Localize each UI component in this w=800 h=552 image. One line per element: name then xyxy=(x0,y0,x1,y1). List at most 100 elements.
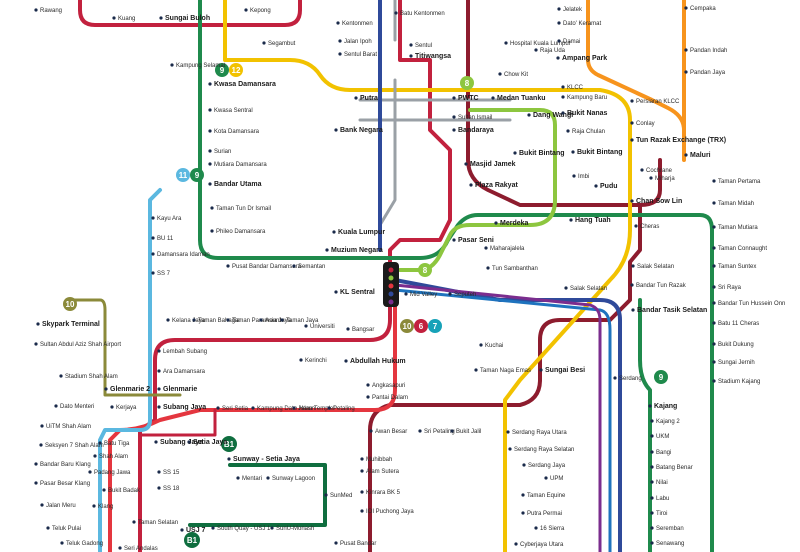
station-label-bank-negara[interactable]: Bank Negara xyxy=(340,127,383,134)
station-label-awan-besar[interactable]: Awan Besar xyxy=(375,429,407,435)
station-label-bandaraya[interactable]: Bandaraya xyxy=(458,127,494,134)
station-label-sultan-abdul-aziz-shah-airport[interactable]: Sultan Abdul Aziz Shah Airport xyxy=(40,342,121,348)
station-label-uitm-shah-alam[interactable]: UiTM Shah Alam xyxy=(46,424,91,430)
station-label-teluk-pulai[interactable]: Teluk Pulai xyxy=(52,526,81,532)
station-label-cochrane[interactable]: Cochrane xyxy=(646,168,673,174)
station-label-tiroi[interactable]: Tiroi xyxy=(656,511,667,517)
badge-line-7[interactable] xyxy=(428,319,442,333)
station-label-cheras[interactable]: Cheras xyxy=(640,224,659,230)
station-label-bukit-bintang-b[interactable]: Bukit Bintang xyxy=(577,149,623,156)
badge-brt-b1-usj[interactable] xyxy=(184,532,200,548)
station-label-miharja[interactable]: Miharja xyxy=(655,176,675,182)
station-label-taman-pertama[interactable]: Taman Pertama xyxy=(718,179,761,185)
station-label-usj7[interactable]: USJ 7 xyxy=(186,527,206,534)
station-label-raja-uda[interactable]: Raja Uda xyxy=(540,48,566,54)
station-label-plaza-rakyat[interactable]: Plaza Rakyat xyxy=(475,182,518,189)
station-label-taman-tun-dr-ismail[interactable]: Taman Tun Dr Ismail xyxy=(216,206,271,212)
station-label-16-sierra[interactable]: 16 Sierra xyxy=(540,526,565,532)
station-label-titiwangsa[interactable]: Titiwangsa xyxy=(415,53,451,60)
station-label-bandar-tun-hussein-onn[interactable]: Bandar Tun Hussein Onn xyxy=(718,301,785,307)
station-label-jalan-meru[interactable]: Jalan Meru xyxy=(46,503,76,509)
station-label-pusat-bandar[interactable]: Pusat Bandar xyxy=(340,541,376,547)
station-label-mid-valley[interactable]: Mid Valley xyxy=(410,292,437,298)
station-label-surian[interactable]: Surian xyxy=(214,149,231,155)
station-label-south-quay-usj1[interactable]: South Quay - USJ 1 xyxy=(217,526,271,532)
station-label-kuchai[interactable]: Kuchai xyxy=(485,343,503,349)
station-label-chow-kit[interactable]: Chow Kit xyxy=(504,72,528,78)
station-label-sungai-jernih[interactable]: Sungai Jernih xyxy=(718,360,755,366)
station-label-pwtc[interactable]: PWTC xyxy=(458,95,479,102)
station-label-taman-jaya[interactable]: Taman Jaya xyxy=(286,318,319,324)
station-label-jelatek[interactable]: Jelatek xyxy=(563,7,583,13)
station-label-nilai[interactable]: Nilai xyxy=(656,480,668,486)
station-label-bangi[interactable]: Bangi xyxy=(656,450,671,456)
station-label-bu11[interactable]: BU 11 xyxy=(157,236,174,242)
station-label-pandan-indah[interactable]: Pandan Indah xyxy=(690,48,727,54)
station-label-kwasa-sentral[interactable]: Kwasa Sentral xyxy=(214,108,253,114)
station-label-conlay[interactable]: Conlay xyxy=(636,121,655,127)
station-label-kwasa-damansara[interactable]: Kwasa Damansara xyxy=(214,81,276,88)
badge-line-11[interactable] xyxy=(176,168,190,182)
station-label-bandar-utama[interactable]: Bandar Utama xyxy=(214,181,262,188)
station-label-skypark-terminal[interactable]: Skypark Terminal xyxy=(42,321,100,328)
station-label-bukit-dukung[interactable]: Bukit Dukung xyxy=(718,342,754,348)
badge-line-9[interactable] xyxy=(215,63,229,77)
station-label-pusat-bandar-damansara[interactable]: Pusat Bandar Damansara xyxy=(232,264,302,270)
station-label-glenmarie-2[interactable]: Glenmarie 2 xyxy=(110,386,150,393)
badge-line-9-bu[interactable] xyxy=(190,168,204,182)
station-label-kinrara-bk5[interactable]: Kinrara BK 5 xyxy=(366,490,401,496)
badge-line-6[interactable] xyxy=(414,319,428,333)
station-label-kota-damansara[interactable]: Kota Damansara xyxy=(214,129,260,135)
station-label-salak-selatan-a[interactable]: Salak Selatan xyxy=(637,264,674,270)
station-label-subang-jaya-a[interactable]: Subang Jaya xyxy=(163,404,206,411)
station-label-bukit-badak[interactable]: Bukit Badak xyxy=(108,488,141,494)
station-label-dato-menteri[interactable]: Dato Menteri xyxy=(60,404,94,410)
station-label-maharajalela[interactable]: Maharajalela xyxy=(490,246,525,252)
badge-line-12[interactable] xyxy=(229,63,243,77)
station-label-ss15[interactable]: SS 15 xyxy=(163,470,180,476)
station-label-raja-chulan[interactable]: Raja Chulan xyxy=(572,129,605,135)
station-label-seri-andalas[interactable]: Seri Andalas xyxy=(124,546,158,552)
station-label-klang[interactable]: Klang xyxy=(98,504,113,510)
station-label-bangsar[interactable]: Bangsar xyxy=(352,327,374,333)
station-label-taman-suntex[interactable]: Taman Suntex xyxy=(718,264,756,270)
station-label-taman-equine[interactable]: Taman Equine xyxy=(527,493,566,499)
station-label-sunway-setia-jaya[interactable]: Sunway - Setia Jaya xyxy=(233,456,300,463)
station-label-taman-connaught[interactable]: Taman Connaught xyxy=(718,246,767,252)
station-label-asia-jaya[interactable]: Asia Jaya xyxy=(265,318,292,324)
station-label-serdang[interactable]: Serdang xyxy=(619,376,642,382)
station-label-pandan-jaya[interactable]: Pandan Jaya xyxy=(690,70,726,76)
station-label-ss18[interactable]: SS 18 xyxy=(163,486,180,492)
station-label-labu[interactable]: Labu xyxy=(656,496,669,502)
station-label-subang-jaya-b[interactable]: Subang Jaya xyxy=(160,439,203,446)
station-label-klcc[interactable]: KLCC xyxy=(567,85,584,91)
station-label-setia-jaya[interactable]: Setia Jaya xyxy=(193,439,227,446)
badge-line-8-sentral[interactable] xyxy=(418,263,432,277)
station-label-sultan-ismail[interactable]: Sultan Ismail xyxy=(458,115,492,121)
station-label-kepong[interactable]: Kepong xyxy=(250,8,271,14)
station-label-sunmed[interactable]: SunMed xyxy=(330,493,352,499)
station-label-bukit-bintang-a[interactable]: Bukit Bintang xyxy=(519,150,565,157)
station-label-tun-sambanthan[interactable]: Tun Sambanthan xyxy=(492,266,538,272)
badge-line-9-kajang[interactable] xyxy=(654,370,668,384)
station-label-sri-petaling[interactable]: Sri Petaling xyxy=(424,429,455,435)
station-label-taman-bahagia[interactable]: Taman Bahagia xyxy=(198,318,240,324)
station-label-sunway-lagoon[interactable]: Sunway Lagoon xyxy=(272,476,315,482)
station-label-sentul-barat[interactable]: Sentul Barat xyxy=(344,52,377,58)
station-label-angkasapuri[interactable]: Angkasapuri xyxy=(372,383,405,389)
station-label-pasar-seni[interactable]: Pasar Seni xyxy=(458,237,494,244)
station-label-dato-keramat[interactable]: Dato' Keramat xyxy=(563,21,601,27)
station-label-bandar-baru-klang[interactable]: Bandar Baru Klang xyxy=(40,462,91,468)
station-label-merdeka[interactable]: Merdeka xyxy=(500,220,529,227)
station-label-pudu[interactable]: Pudu xyxy=(600,183,618,190)
badge-line-8-titiwangsa[interactable] xyxy=(460,76,474,90)
station-label-hospital-kl[interactable]: Hospital Kuala Lumpur xyxy=(510,41,571,47)
station-label-kampung-dato-harun[interactable]: Kampung Dato Harun xyxy=(257,406,315,412)
station-label-sungai-buloh[interactable]: Sungai Buloh xyxy=(165,15,210,22)
station-label-kerjaya[interactable]: Kerjaya xyxy=(116,405,137,411)
station-label-batu-kentonmen[interactable]: Batu Kentonmen xyxy=(400,11,445,17)
station-label-teluk-gadong[interactable]: Teluk Gadong xyxy=(66,541,103,547)
station-label-masjid-jamek[interactable]: Masjid Jamek xyxy=(470,161,516,168)
station-label-upm[interactable]: UPM xyxy=(550,476,563,482)
station-label-taman-mutiara[interactable]: Taman Mutiara xyxy=(718,225,758,231)
